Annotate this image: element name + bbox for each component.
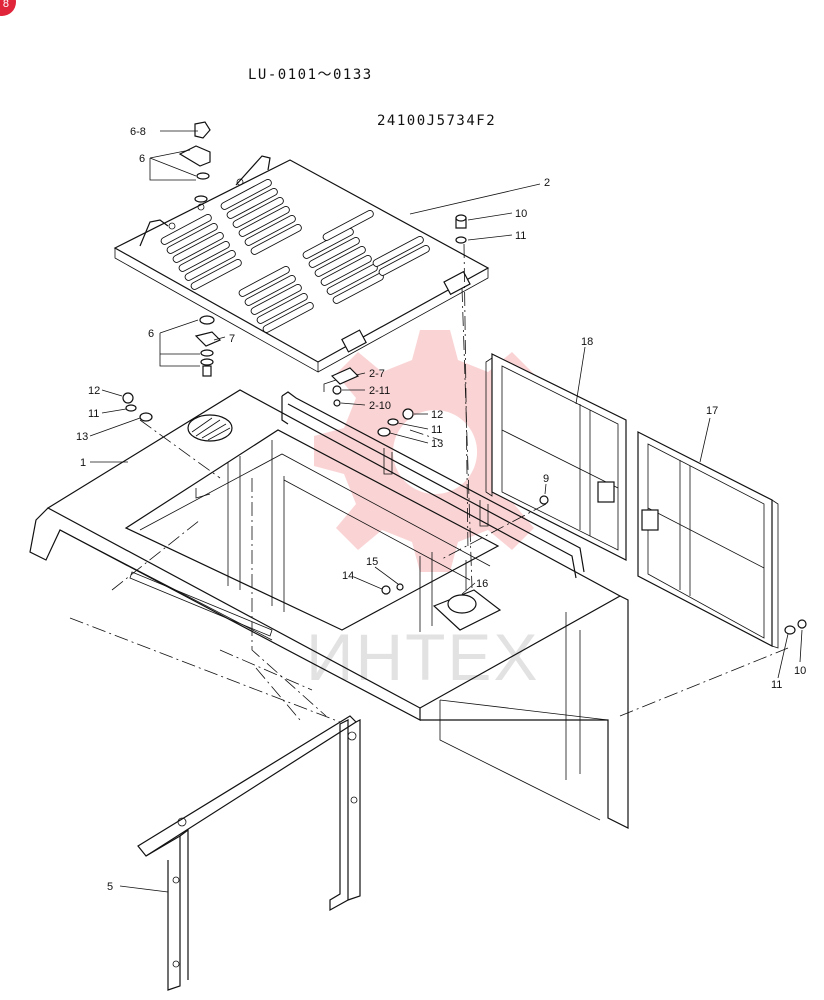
- bolts-right: [377, 408, 414, 437]
- main-hood-frame: [29, 389, 629, 829]
- callout-10-right: 10: [794, 665, 806, 677]
- serial-range-title: LU-0101〜0133: [248, 67, 373, 83]
- vent-slots: [160, 178, 430, 333]
- watermark-text: ИНТЕХ: [306, 620, 539, 694]
- callout-16: 16: [476, 578, 488, 590]
- bolt-9: [539, 495, 549, 505]
- callout-12-right: 12: [431, 409, 443, 421]
- callout-2-7: 2-7: [369, 368, 385, 380]
- callout-2: 2: [544, 177, 550, 189]
- callout-17: 17: [706, 405, 718, 417]
- callout-10-top: 10: [515, 208, 527, 220]
- top-cover-plate: [113, 155, 490, 373]
- assembly-lines: [69, 243, 789, 723]
- callout-11-right: 11: [431, 424, 442, 436]
- callout-9: 9: [543, 473, 549, 485]
- side-door-17: [637, 431, 779, 649]
- callout-11-top: 11: [515, 230, 526, 242]
- callout-18: 18: [581, 336, 593, 348]
- callout-14: 14: [342, 570, 354, 582]
- callout-1: 1: [80, 457, 86, 469]
- support-stand-5: [137, 715, 361, 991]
- bolts-left: [122, 392, 153, 422]
- side-door-18: [485, 353, 627, 561]
- hinge-fasteners: [323, 367, 360, 407]
- callout-12-left: 12: [88, 385, 100, 397]
- callout-2-10: 2-10: [369, 400, 391, 412]
- callout-13-left: 13: [76, 431, 88, 443]
- callout-6-bottom: 6: [148, 328, 154, 340]
- callout-2-11: 2-11: [369, 385, 390, 397]
- callout-15: 15: [366, 556, 378, 568]
- part-number: 24100J5734F2: [377, 113, 497, 129]
- bolt-top-right: [455, 214, 467, 244]
- callout-7: 7: [229, 333, 235, 345]
- bolts-door-17: [784, 619, 807, 635]
- callout-5: 5: [107, 881, 113, 893]
- callout-6-8: 6-8: [130, 126, 146, 138]
- lock-assembly-top: [178, 121, 211, 203]
- callout-6-top: 6: [139, 153, 145, 165]
- corner-badge-text: 8: [2, 0, 9, 10]
- callout-11-left: 11: [88, 408, 99, 420]
- leader-lines: [89, 130, 803, 893]
- callout-13-right: 13: [431, 438, 443, 450]
- callout-11-right-door: 11: [771, 679, 782, 691]
- lock-assembly-bottom: [194, 315, 222, 377]
